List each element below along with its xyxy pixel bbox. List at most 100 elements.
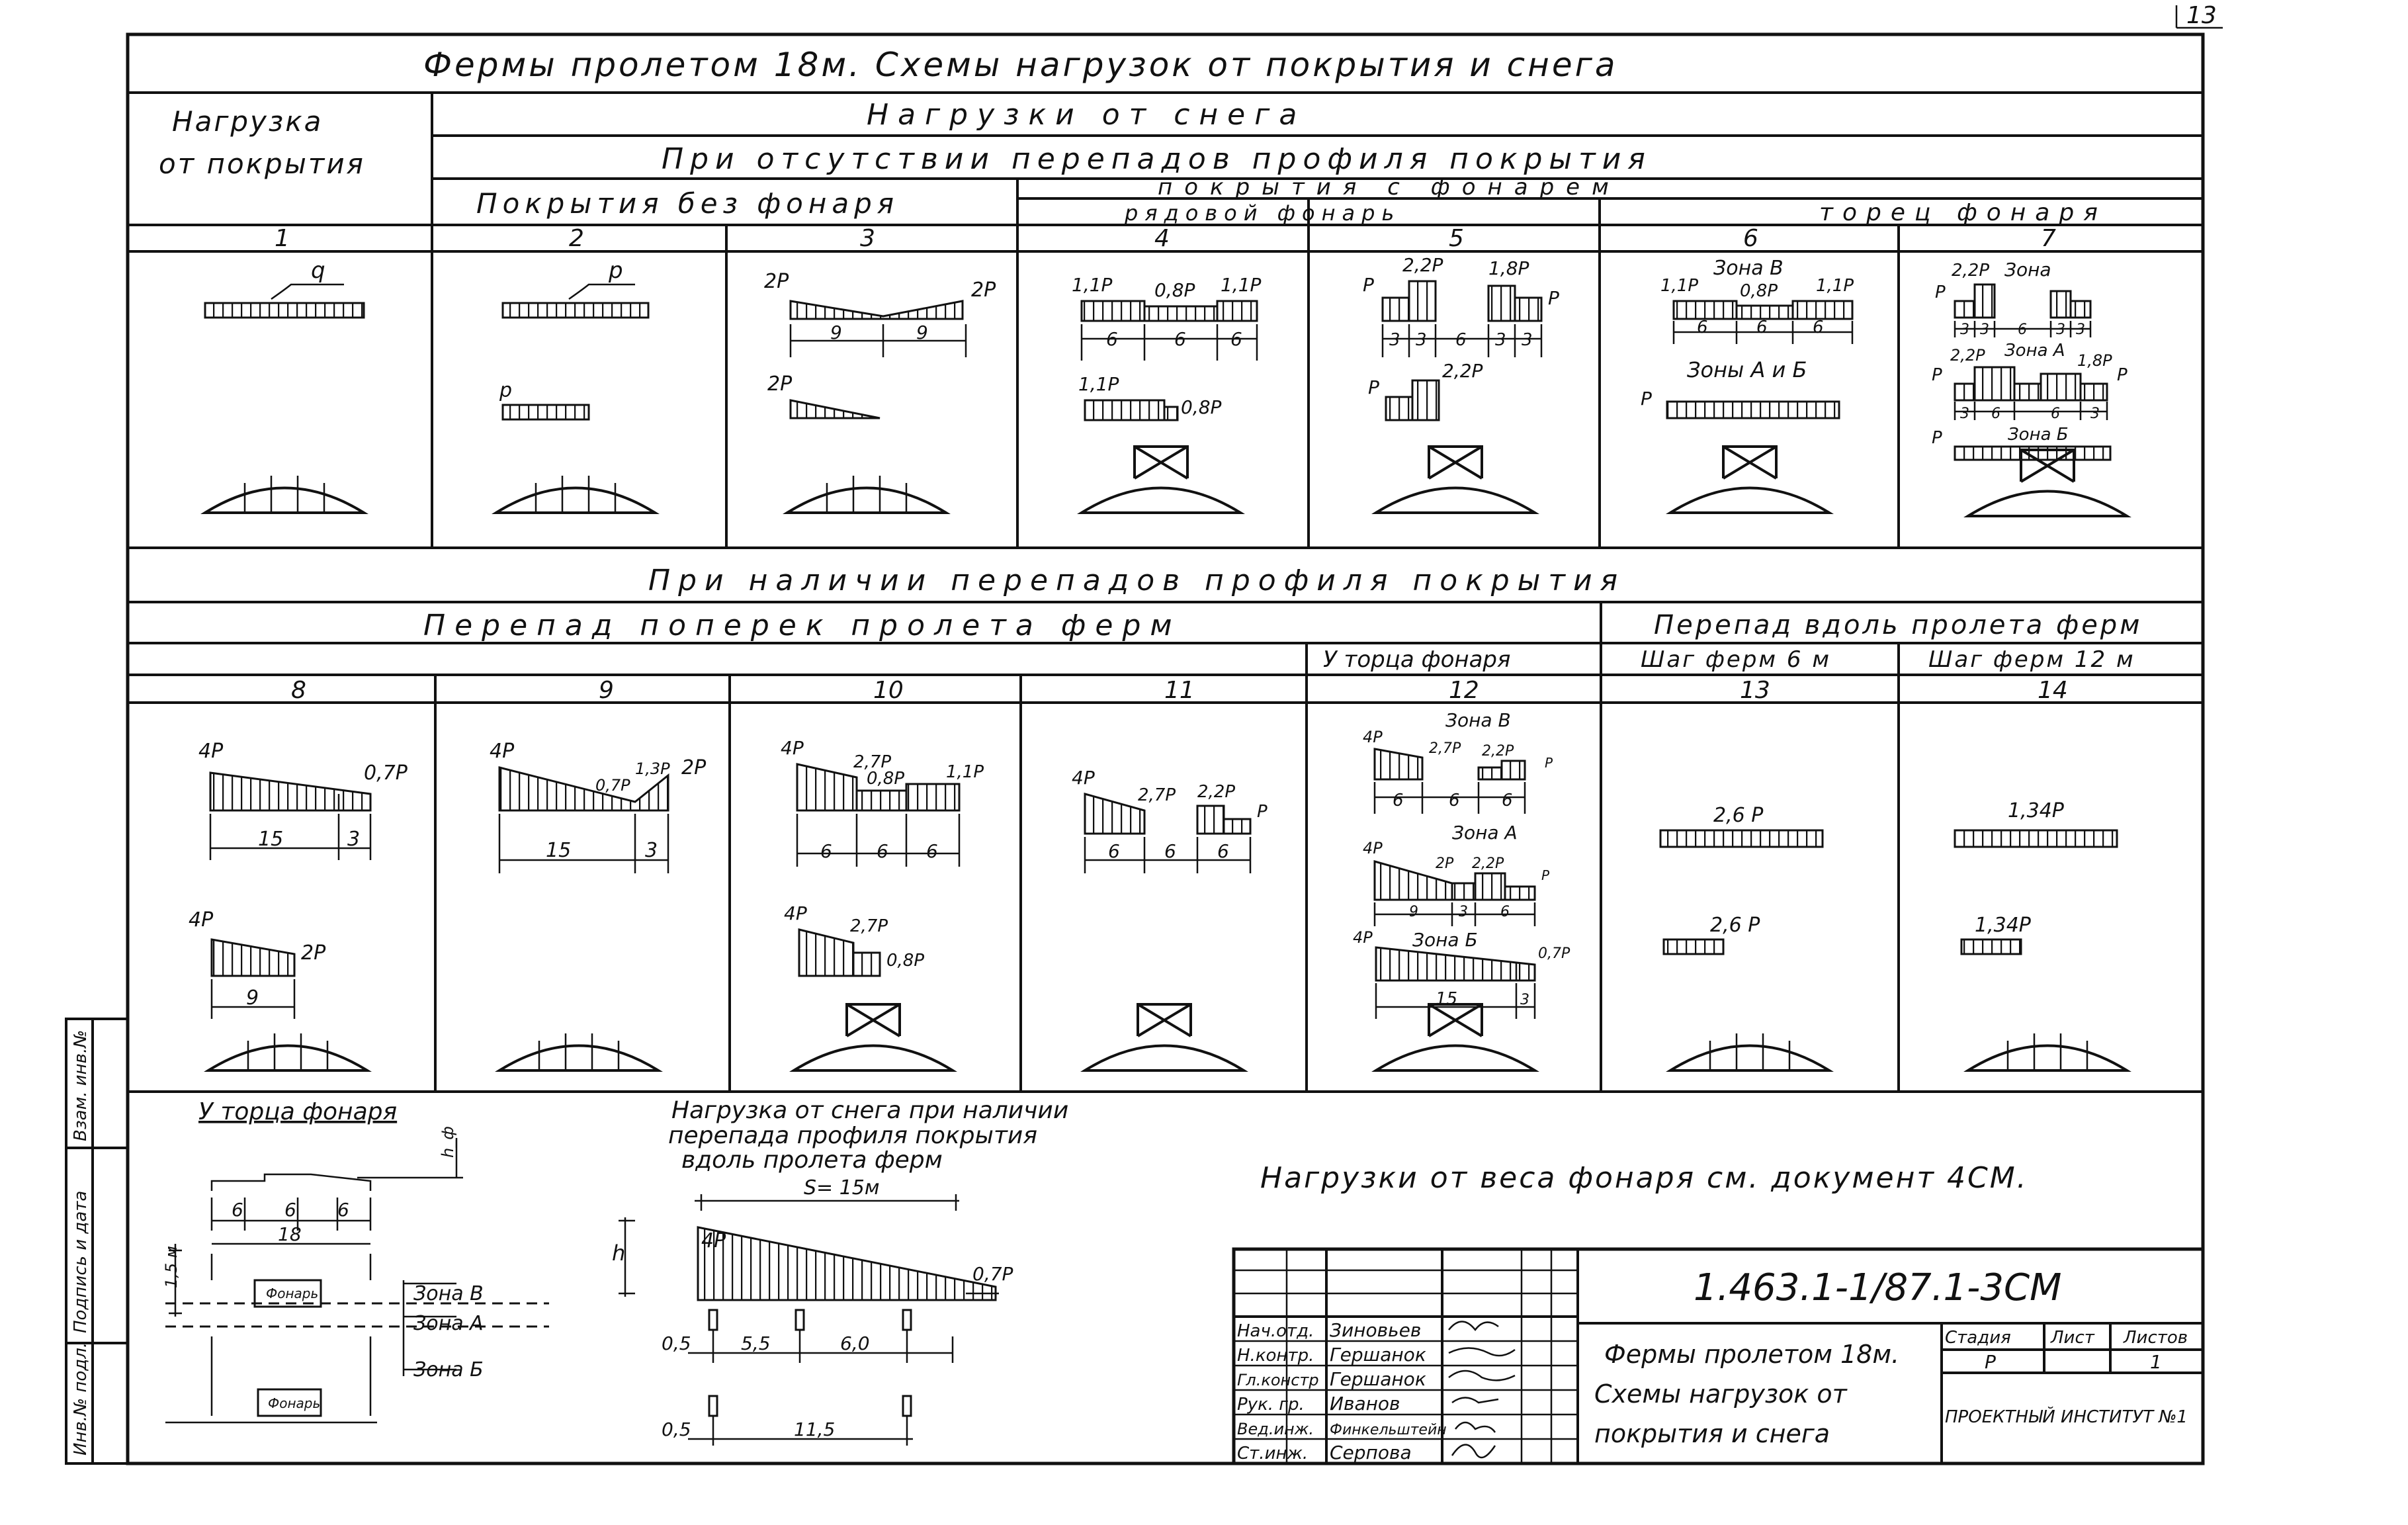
scheme-4-d3: 6 bbox=[1230, 328, 1242, 350]
snow-title-1: Нагрузка от снега при наличии bbox=[671, 1097, 1068, 1124]
scheme-6-r: 1,1P bbox=[1816, 276, 1854, 296]
scheme-12-b: 2,7P bbox=[1429, 740, 1461, 757]
roof-load-header-1: Нагрузка bbox=[172, 105, 323, 138]
scheme-6-p: P bbox=[1641, 388, 1652, 410]
scheme-7-zone: Зона bbox=[2004, 259, 2051, 281]
scheme-12-zone-b: Зона Б bbox=[1412, 929, 1478, 951]
snow-title-3: вдоль пролета ферм bbox=[681, 1147, 943, 1174]
scheme-5: P 2,2P 1,8P P 3 3 6 3 3 P 2,2P bbox=[1363, 254, 1559, 421]
scheme-1: q bbox=[204, 257, 365, 319]
snow-loads-header: Нагрузки от снега bbox=[867, 98, 1306, 132]
scheme-10-h: 0,8P bbox=[886, 951, 924, 971]
scheme-8-d3: 9 bbox=[246, 986, 259, 1010]
scheme-3-alt: 2P bbox=[767, 372, 793, 396]
bottom-column-dividers bbox=[434, 675, 1900, 1092]
scheme-10: 4P 2,7P 0,8P 1,1P 6 6 6 4P 2,7P 0,8P bbox=[781, 737, 984, 977]
scheme-7-e1: 3 bbox=[1960, 406, 1969, 422]
col-number-4: 4 bbox=[1154, 225, 1170, 252]
snow-d3: 6,0 bbox=[840, 1332, 870, 1354]
role-3: Гл.констр bbox=[1237, 1371, 1319, 1389]
sheets-label: Листов bbox=[2123, 1328, 2188, 1348]
org-name: ПРОЕКТНЫЙ ИНСТИТУТ №1 bbox=[1945, 1406, 2188, 1427]
scheme-7-p4: P bbox=[1932, 428, 1942, 448]
scheme-12-a: 4P bbox=[1363, 728, 1383, 746]
scheme-11-b: 2,7P bbox=[1138, 785, 1176, 805]
col-number-2: 2 bbox=[569, 225, 584, 252]
scheme-10-g: 2,7P bbox=[850, 916, 888, 936]
with-drop-header: При наличии перепадов профиля покрытия bbox=[648, 564, 1625, 597]
scheme-5-p-low: P bbox=[1368, 376, 1379, 398]
plan-hf: h_ф bbox=[439, 1126, 457, 1158]
snow-title-2: перепада профиля покрытия bbox=[668, 1122, 1037, 1149]
scheme-5-a: 2,2P bbox=[1402, 254, 1443, 276]
scheme-6-zones-ab: Зоны А и Б bbox=[1687, 357, 1807, 382]
scheme-7-e2: 6 bbox=[1991, 406, 2000, 422]
scheme-7-d1: 3 bbox=[1960, 322, 1969, 338]
with-lantern-header: покрытия с фонарем bbox=[1158, 174, 1621, 200]
scheme-11-d1: 6 bbox=[1108, 840, 1120, 862]
name-2: Гершанок bbox=[1330, 1344, 1426, 1366]
bottom-column-numbers: 8 9 10 11 12 13 14 bbox=[291, 677, 2068, 704]
plan-d2: 6 bbox=[284, 1199, 296, 1221]
stamp-replace: Взам. инв.№ bbox=[71, 1030, 91, 1141]
scheme-14-b: 1,34P bbox=[1975, 914, 2032, 937]
stage-label: Стадия bbox=[1945, 1328, 2011, 1348]
scheme-5-p-left: P bbox=[1363, 274, 1374, 296]
scheme-5-d5: 3 bbox=[1522, 330, 1533, 350]
plan-d1: 6 bbox=[232, 1199, 243, 1221]
scheme-7-b: 2,2P bbox=[1950, 346, 1985, 365]
plan-total: 18 bbox=[278, 1223, 302, 1245]
doc-title-2: Схемы нагрузок от bbox=[1594, 1379, 1848, 1409]
name-6: Серпова bbox=[1330, 1442, 1412, 1463]
scheme-9-d2: 3 bbox=[645, 839, 658, 862]
stamp-inv: Инв.№ подл. bbox=[71, 1342, 91, 1456]
scheme-2-load: p bbox=[608, 257, 623, 284]
truss-icons-top bbox=[200, 445, 2131, 517]
scheme-12-e2: 3 bbox=[1459, 904, 1468, 920]
doc-title-1: Фермы пролетом 18м. bbox=[1604, 1340, 1899, 1369]
scheme-12-i: 0,7P bbox=[1538, 945, 1570, 962]
scheme-14: 1,34P 1,34P bbox=[1954, 799, 2118, 955]
scheme-10-d1: 6 bbox=[820, 840, 832, 862]
scheme-7-c: 1,8P bbox=[2077, 351, 2112, 370]
doc-title-3: покрытия и снега bbox=[1594, 1419, 1830, 1448]
scheme-12-e: 4P bbox=[1363, 839, 1383, 857]
at-lantern-end-header: У торца фонаря bbox=[1323, 646, 1510, 673]
scheme-7-p3: P bbox=[2117, 365, 2128, 385]
scheme-3: 2P 2P 9 9 2P bbox=[764, 270, 996, 419]
scheme-8-c: 4P bbox=[189, 908, 214, 932]
snow-d2: 5,5 bbox=[741, 1332, 771, 1354]
scheme-12-p1: P bbox=[1545, 755, 1553, 771]
scheme-4-l1: 1,1P bbox=[1072, 274, 1113, 296]
scheme-7-d4: 3 bbox=[2056, 322, 2065, 338]
scheme-4-l2: 1,1P bbox=[1078, 373, 1119, 395]
scheme-7-zone-a: Зона А bbox=[2004, 341, 2065, 361]
top-column-dividers bbox=[725, 225, 1900, 548]
scheme-5-c: 2,2P bbox=[1442, 360, 1483, 382]
drawing-frame bbox=[126, 32, 2205, 1465]
sheet-title: Фермы пролетом 18м. Схемы нагрузок от по… bbox=[423, 46, 1618, 84]
lantern-label-bottom: Фонарь bbox=[268, 1395, 320, 1411]
lantern-end-header: торец фонаря bbox=[1819, 199, 2107, 226]
scheme-12-d3: 6 bbox=[1502, 791, 1513, 810]
top-column-numbers: 1 2 3 4 5 6 7 bbox=[275, 225, 2056, 252]
scheme-6-m: 0,8P bbox=[1740, 281, 1778, 301]
snow-d1: 0,5 bbox=[662, 1332, 691, 1354]
scheme-12-d1: 6 bbox=[1393, 791, 1404, 810]
scheme-10-c: 0,8P bbox=[867, 769, 904, 789]
name-3: Гершанок bbox=[1330, 1368, 1426, 1390]
col-number-8: 8 bbox=[291, 677, 306, 704]
scheme-9-c: 1,3P bbox=[635, 760, 670, 778]
scheme-11-c: 2,2P bbox=[1197, 782, 1235, 802]
sheet-label: Лист bbox=[2050, 1328, 2095, 1348]
scheme-9-d1: 15 bbox=[546, 839, 571, 862]
scheme-10-d2: 6 bbox=[877, 840, 888, 862]
zone-a-label: Зона А bbox=[413, 1312, 484, 1335]
scheme-2: p p bbox=[499, 257, 650, 421]
name-4: Иванов bbox=[1330, 1393, 1400, 1415]
name-5: Финкельштейн bbox=[1330, 1422, 1447, 1438]
step-6-header: Шаг ферм 6 м bbox=[1641, 646, 1831, 673]
scheme-9-e: 2P bbox=[681, 756, 707, 779]
page-number: 13 bbox=[2186, 2, 2217, 29]
